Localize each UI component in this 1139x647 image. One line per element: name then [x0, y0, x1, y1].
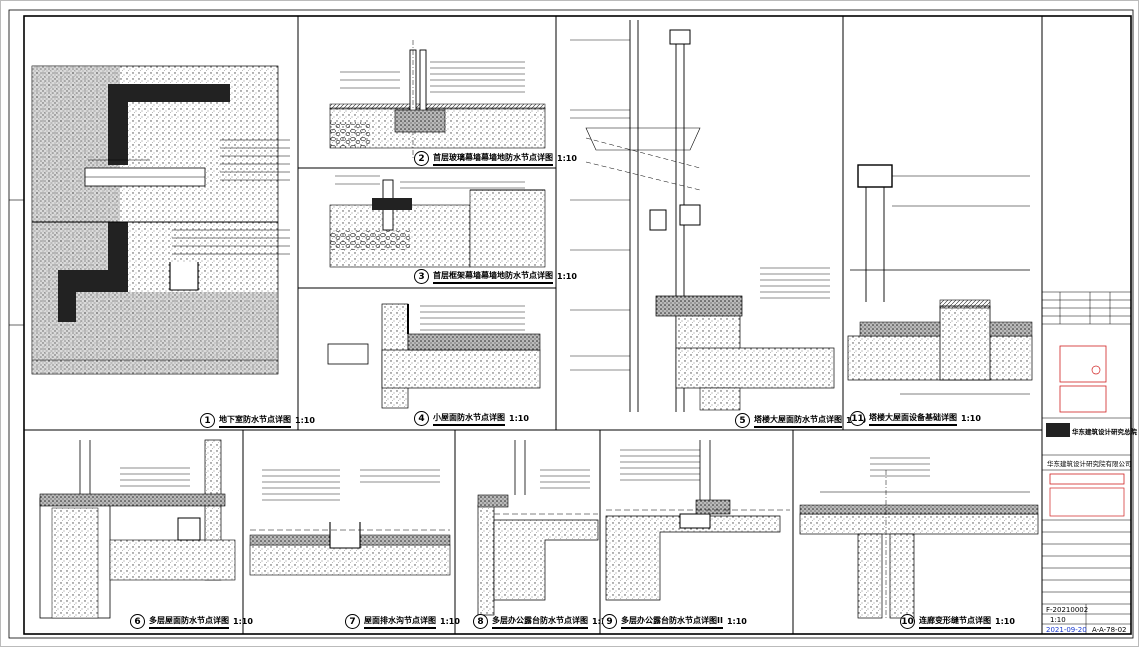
detail-7-drawing	[249, 469, 451, 576]
detail-number: 10	[900, 614, 915, 629]
detail-9-drawing	[605, 440, 790, 601]
detail-8-drawing	[477, 440, 599, 616]
detail-scale: 1:10	[509, 414, 529, 423]
detail-scale: 1:10	[592, 617, 612, 626]
detail-scale: 1:10	[557, 272, 577, 281]
drawing-scale: 1:10	[1050, 616, 1066, 624]
detail-scale: 1:10	[295, 416, 315, 425]
detail-number: 5	[735, 413, 750, 428]
detail-5-drawing	[570, 20, 835, 412]
detail-10-drawing	[799, 457, 1039, 620]
detail-6-title: 6 多层屋面防水节点详图 1:10	[130, 614, 253, 629]
detail-2-title: 2 首层玻璃幕墙幕墙地防水节点详图 1:10	[414, 151, 577, 166]
detail-scale: 1:10	[726, 617, 747, 626]
detail-7-title: 7 屋面排水沟节点详图 1:10	[345, 614, 460, 629]
detail-5-title: 5 塔楼大屋面防水节点详图 1:10	[735, 413, 866, 428]
detail-number: 9	[602, 614, 617, 629]
detail-4-drawing	[327, 303, 541, 409]
detail-number: 11	[850, 411, 865, 426]
title-block	[1042, 291, 1131, 634]
detail-title: 塔楼大屋面防水节点详图	[754, 414, 842, 428]
detail-title: 多层办公露台防水节点详图II	[621, 615, 723, 629]
detail-title: 塔楼大屋面设备基础详图	[869, 412, 957, 426]
detail-scale: 1:10	[557, 154, 577, 163]
detail-1-drawing	[31, 65, 290, 375]
detail-11-title: 11 塔楼大屋面设备基础详图 1:10	[850, 411, 981, 426]
drawing-date: 2021-09-20	[1046, 626, 1087, 634]
detail-scale: 1:10	[233, 617, 253, 626]
detail-11-drawing	[847, 164, 1033, 395]
detail-title: 多层办公露台防水节点详图	[492, 615, 588, 629]
detail-2-drawing	[329, 40, 546, 160]
detail-6-drawing	[39, 439, 236, 619]
detail-scale: 1:10	[440, 617, 460, 626]
detail-title: 首层玻璃幕墙幕墙地防水节点详图	[433, 152, 553, 166]
detail-number: 1	[200, 413, 215, 428]
detail-8-title: 8 多层办公露台防水节点详图 1:10	[473, 614, 612, 629]
detail-title: 首层框架幕墙幕墙地防水节点详图	[433, 270, 553, 284]
detail-number: 7	[345, 614, 360, 629]
detail-scale: 1:10	[995, 617, 1015, 626]
panel-grid	[24, 16, 1043, 634]
detail-4-title: 4 小屋面防水节点详图 1:10	[414, 411, 529, 426]
detail-title: 多层屋面防水节点详图	[149, 615, 229, 629]
detail-number: 2	[414, 151, 429, 166]
detail-title: 小屋面防水节点详图	[433, 412, 505, 426]
detail-1-title: 1 地下室防水节点详图 1:10	[200, 413, 315, 428]
detail-number: 4	[414, 411, 429, 426]
detail-title: 连廊变形缝节点详图	[919, 615, 991, 629]
company-name: 华东建筑设计研究院有限公司	[1047, 460, 1132, 468]
detail-scale: 1:10	[961, 414, 981, 423]
institute-name: 华东建筑设计研究总院	[1072, 428, 1137, 436]
detail-3-title: 3 首层框架幕墙幕墙地防水节点详图 1:10	[414, 269, 577, 284]
sheet-number: A-A-78-02	[1092, 626, 1127, 634]
drawing-number: F-20210002	[1046, 606, 1089, 614]
detail-3-drawing	[329, 175, 546, 268]
detail-number: 8	[473, 614, 488, 629]
detail-number: 3	[414, 269, 429, 284]
detail-9-title: 9 多层办公露台防水节点详图II 1:10	[602, 614, 747, 629]
detail-title: 屋面排水沟节点详图	[364, 615, 436, 629]
detail-10-title: 10 连廊变形缝节点详图 1:10	[900, 614, 1015, 629]
detail-title: 地下室防水节点详图	[219, 414, 291, 428]
detail-number: 6	[130, 614, 145, 629]
